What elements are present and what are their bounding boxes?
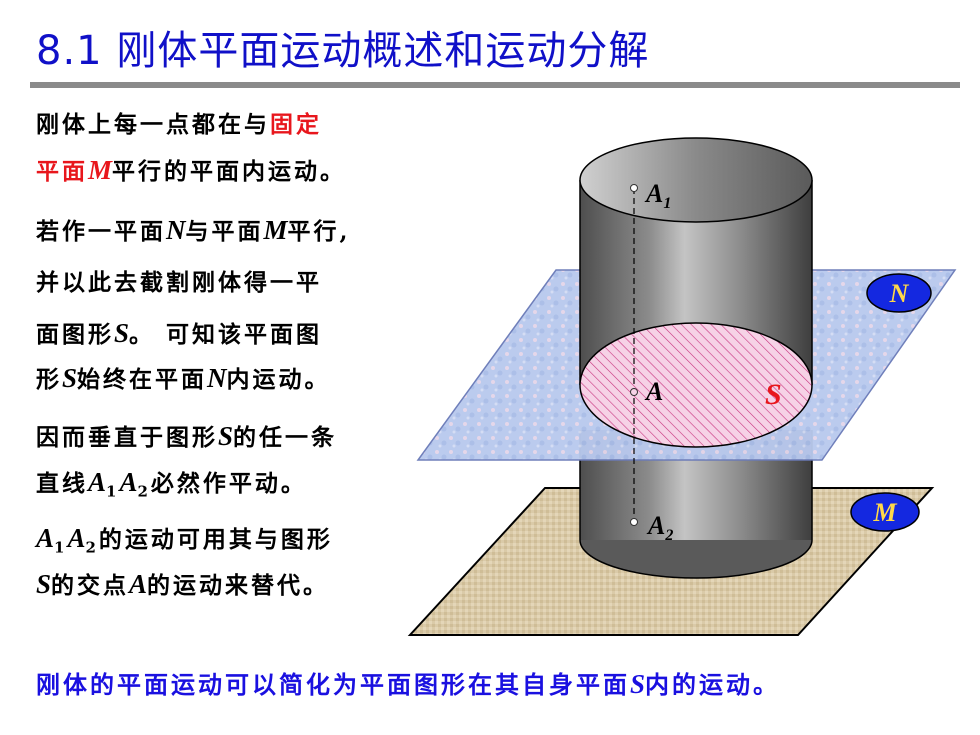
- text-span: 内的运动。: [645, 670, 781, 699]
- text-span: 面图形: [36, 321, 114, 348]
- paragraph-3-line-2: 直线A1A2必然作平动。: [36, 464, 307, 510]
- point-a1: [630, 184, 638, 192]
- text-span: 因而垂直于图形: [36, 424, 218, 451]
- symbol-A: A: [119, 467, 138, 497]
- text-span: 与平面: [185, 218, 264, 245]
- label-s: S: [765, 378, 782, 411]
- subscript: 2: [137, 482, 151, 501]
- paragraph-2-line-4: 形S始终在平面N内运动。: [36, 360, 331, 398]
- symbol-S: S: [630, 669, 646, 699]
- cylinder-planes-figure: A1 A A2 S N M: [407, 137, 957, 636]
- text-span: 刚体的平面运动可以简化为平面图形在其自身平面: [36, 670, 630, 699]
- symbol-S: S: [218, 421, 234, 451]
- paragraph-4-line-1: A1A2的运动可用其与图形: [36, 520, 333, 566]
- text-span: 直线: [36, 470, 88, 497]
- text-span: 内运动。: [226, 366, 331, 393]
- subscript: 2: [85, 538, 99, 557]
- label-a2: A2: [646, 511, 673, 544]
- symbol-M: M: [263, 215, 288, 245]
- symbol-A: A: [67, 523, 86, 553]
- text-span: 刚体上每一点都在与: [36, 111, 270, 138]
- badge-m: [850, 492, 920, 532]
- paragraph-2-line-3: 面图形S。 可知该平面图: [36, 315, 322, 353]
- paragraph-1-line-1: 刚体上每一点都在与固定: [36, 107, 322, 143]
- paragraph-2-line-1: 若作一平面N与平面M平行,: [36, 212, 351, 250]
- text-span: 若作一平面: [36, 218, 166, 245]
- emphasis-text: 平面: [36, 158, 88, 185]
- text-span: 的交点: [51, 572, 130, 599]
- emphasis-text: 固定: [270, 111, 322, 138]
- label-m: M: [872, 498, 897, 527]
- page-title: 8.1 刚体平面运动概述和运动分解: [36, 28, 650, 74]
- symbol-S: S: [62, 363, 78, 393]
- cylinder-top-opening: [579, 137, 813, 223]
- text-span: 平行的平面内运动。: [112, 158, 347, 185]
- text-span: 的运动可用其与图形: [98, 526, 333, 553]
- section-s: [579, 322, 813, 448]
- symbol-S: S: [36, 569, 52, 599]
- text-span: 形: [36, 366, 62, 393]
- conclusion-text: 刚体的平面运动可以简化为平面图形在其自身平面S内的运动。: [36, 665, 780, 700]
- symbol-N: N: [207, 363, 227, 393]
- text-span: 始终在平面: [77, 366, 208, 393]
- title-divider: [30, 82, 960, 88]
- label-a: A: [644, 377, 663, 406]
- label-n: N: [889, 279, 910, 308]
- point-a2: [630, 518, 638, 526]
- symbol-A: A: [88, 467, 107, 497]
- symbol-A: A: [36, 523, 55, 553]
- text-span: 必然作平动。: [150, 470, 307, 497]
- symbol-N: N: [166, 215, 186, 245]
- text-span: 的任一条: [233, 424, 338, 451]
- symbol-M: M: [88, 155, 113, 185]
- symbol-A: A: [129, 569, 148, 599]
- text-span: 。 可知该平面图: [129, 321, 323, 348]
- paragraph-1-line-2: 平面M平行的平面内运动。: [36, 152, 346, 190]
- subscript: 1: [54, 538, 68, 557]
- cylinder-base-edge: [579, 539, 813, 579]
- text-span: 平行,: [287, 218, 351, 245]
- paragraph-2-line-2: 并以此去截割刚体得一平: [36, 269, 322, 296]
- point-a: [630, 388, 638, 396]
- symbol-S: S: [114, 318, 130, 348]
- paragraph-4-line-2: S的交点A的运动来替代。: [36, 566, 329, 604]
- text-span: 的运动来替代。: [147, 572, 330, 599]
- badge-n: [866, 273, 932, 313]
- label-a1: A1: [644, 179, 671, 212]
- subscript: 1: [106, 482, 120, 501]
- paragraph-3-line-1: 因而垂直于图形S的任一条: [36, 418, 337, 456]
